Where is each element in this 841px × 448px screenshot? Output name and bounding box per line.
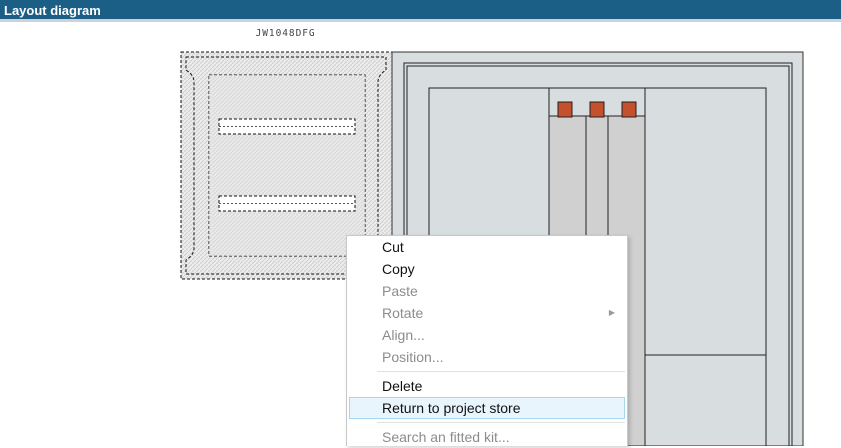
chevron-right-icon: ▶ xyxy=(608,308,615,317)
menu-item-paste[interactable]: Paste xyxy=(382,283,418,299)
menu-item-align[interactable]: Align... xyxy=(382,327,425,343)
menu-item-search-fitted-kit[interactable]: Search an fitted kit... xyxy=(382,429,510,445)
menu-item-copy[interactable]: Copy xyxy=(382,261,415,277)
menu-item-cut[interactable]: Cut xyxy=(382,239,404,255)
terminal-component xyxy=(557,101,573,118)
part-label: JW1048DFG xyxy=(255,28,316,39)
mounting-plate[interactable] xyxy=(180,51,393,280)
menu-item-position[interactable]: Position... xyxy=(382,349,444,365)
menu-item-rotate-label: Rotate xyxy=(382,305,424,321)
window-title: Layout diagram xyxy=(0,0,841,22)
menu-separator xyxy=(377,422,625,423)
terminal-component xyxy=(589,101,605,118)
menu-item-rotate[interactable]: Rotate ▶ xyxy=(347,302,627,324)
terminal-component xyxy=(621,101,637,118)
menu-separator xyxy=(377,371,625,372)
menu-item-delete[interactable]: Delete xyxy=(382,378,423,394)
menu-item-return-to-project-store[interactable]: Return to project store xyxy=(349,397,625,419)
context-menu: Cut Copy Paste Rotate ▶ Align... Positio… xyxy=(346,235,628,446)
